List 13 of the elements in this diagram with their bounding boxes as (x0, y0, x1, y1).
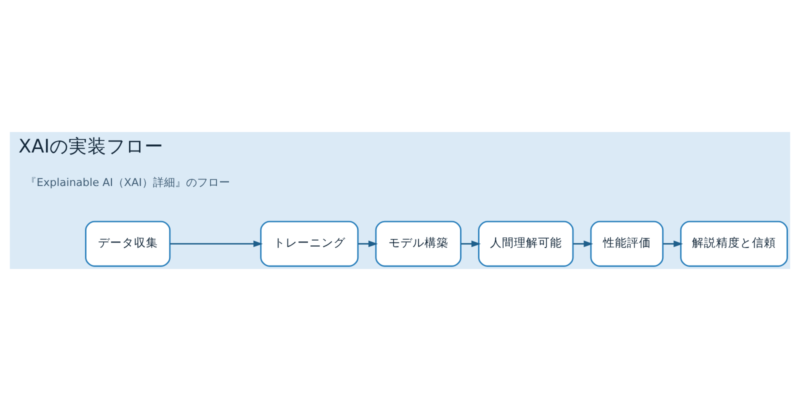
arrow (170, 240, 263, 247)
arrow (573, 240, 594, 247)
arrow (663, 240, 683, 247)
node-box: モデル構築 (375, 220, 462, 266)
node-box: 性能評価 (590, 220, 664, 266)
diagram-title: XAIの実装フロー (18, 136, 164, 158)
label: 『Explainable AI（XAI）詳細』のフロー (26, 175, 230, 188)
node-box: データ収集 (85, 220, 171, 266)
arrow (358, 240, 378, 247)
node-box: トレーニング (260, 220, 359, 266)
node-box: 人間理解可能 (478, 220, 574, 266)
node-box: 解説精度と信頼 (680, 220, 788, 266)
arrow (460, 240, 481, 247)
